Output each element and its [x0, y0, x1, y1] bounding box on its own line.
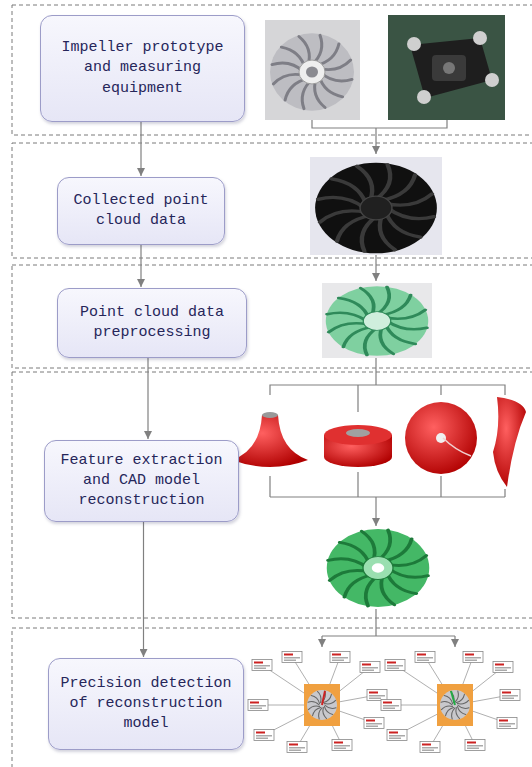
process-box: Point cloud data preprocessing	[57, 288, 247, 358]
deviation-report	[381, 652, 520, 753]
point-cloud-image	[310, 157, 442, 255]
cad-model	[327, 529, 430, 607]
flow-arrow	[454, 636, 455, 647]
flow-arrow	[140, 122, 141, 176]
disc-surface	[405, 402, 477, 474]
box-label: Feature extraction and CAD model reconst…	[53, 451, 230, 512]
shroud-surface	[324, 425, 392, 467]
flow-arrow	[147, 358, 148, 439]
bracket-line	[270, 472, 505, 497]
box-label: Precision detection of reconstruction mo…	[57, 674, 235, 735]
flow-arrow	[375, 255, 376, 281]
process-box: Precision detection of reconstruction mo…	[48, 658, 244, 750]
flow-arrow	[375, 497, 376, 526]
flow-arrow	[140, 245, 141, 287]
box-label: Impeller prototype and measuring equipme…	[49, 38, 236, 99]
process-box: Feature extraction and CAD model reconst…	[44, 440, 239, 522]
flow-arrow	[375, 128, 376, 154]
deviation-report	[248, 652, 387, 753]
hub-surface	[232, 412, 308, 467]
bracket-line	[322, 609, 455, 636]
flow-line	[375, 358, 376, 385]
section-band	[12, 5, 532, 767]
impeller-photo	[265, 20, 360, 120]
bracket-line	[312, 120, 447, 128]
flow-arrow	[143, 522, 144, 657]
process-box: Collected point cloud data	[57, 177, 225, 245]
scanner-photo	[388, 15, 505, 120]
box-label: Point cloud data preprocessing	[66, 303, 238, 344]
preprocessed-model	[322, 283, 432, 358]
flow-arrow	[321, 636, 322, 647]
blade-surface	[493, 397, 526, 487]
bracket-line	[270, 385, 505, 412]
box-label: Collected point cloud data	[66, 191, 216, 232]
process-box: Impeller prototype and measuring equipme…	[40, 15, 245, 122]
